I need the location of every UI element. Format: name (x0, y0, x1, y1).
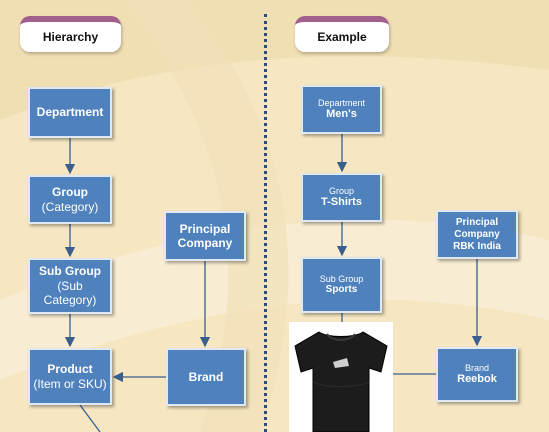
example-group-box: Group T-Shirts (301, 173, 382, 222)
hierarchy-tab: Hierarchy (20, 16, 121, 52)
principal-company-box: Principal Company (164, 211, 246, 261)
principal-label-1: Principal (179, 221, 231, 236)
product-label: Product (47, 362, 93, 377)
sub-group-box: Sub Group (Sub Category) (28, 258, 112, 314)
example-principal-box: Principal Company RBK India (436, 210, 518, 259)
tshirt-image (289, 322, 393, 432)
sub-group-sublabel-2: Category) (43, 293, 97, 308)
example-principal-label-2: Company (454, 228, 500, 240)
group-label: Group (52, 185, 88, 200)
example-tab: Example (295, 16, 389, 52)
example-department-box: Department Men's (301, 85, 382, 134)
example-principal-value: RBK India (453, 240, 501, 252)
example-sub-group-box: Sub Group Sports (301, 257, 382, 313)
example-principal-label-1: Principal (455, 216, 499, 228)
product-box: Product (Item or SKU) (28, 348, 112, 405)
example-brand-label: Brand (464, 362, 490, 373)
example-group-label: Group (328, 185, 354, 196)
arrow-product-down (79, 404, 101, 432)
example-department-label: Department (317, 97, 366, 108)
example-department-value: Men's (326, 108, 357, 121)
brand-label: Brand (188, 369, 224, 384)
example-sub-group-label: Sub Group (319, 273, 364, 284)
example-brand-box: Brand Reebok (436, 347, 518, 402)
brand-box: Brand (166, 348, 246, 406)
department-box: Department (28, 87, 112, 138)
department-label: Department (36, 105, 104, 120)
group-sublabel: (Category) (41, 199, 99, 214)
principal-label-2: Company (177, 236, 233, 250)
sub-group-label: Sub Group (39, 264, 101, 279)
group-box: Group (Category) (28, 175, 112, 224)
product-sublabel: (Item or SKU) (33, 376, 107, 391)
example-sub-group-value: Sports (325, 284, 358, 296)
example-group-value: T-Shirts (321, 196, 362, 209)
center-divider (264, 14, 267, 432)
example-brand-value: Reebok (457, 373, 497, 386)
sub-group-sublabel-1: (Sub (57, 278, 83, 293)
tshirt-icon (294, 331, 388, 432)
